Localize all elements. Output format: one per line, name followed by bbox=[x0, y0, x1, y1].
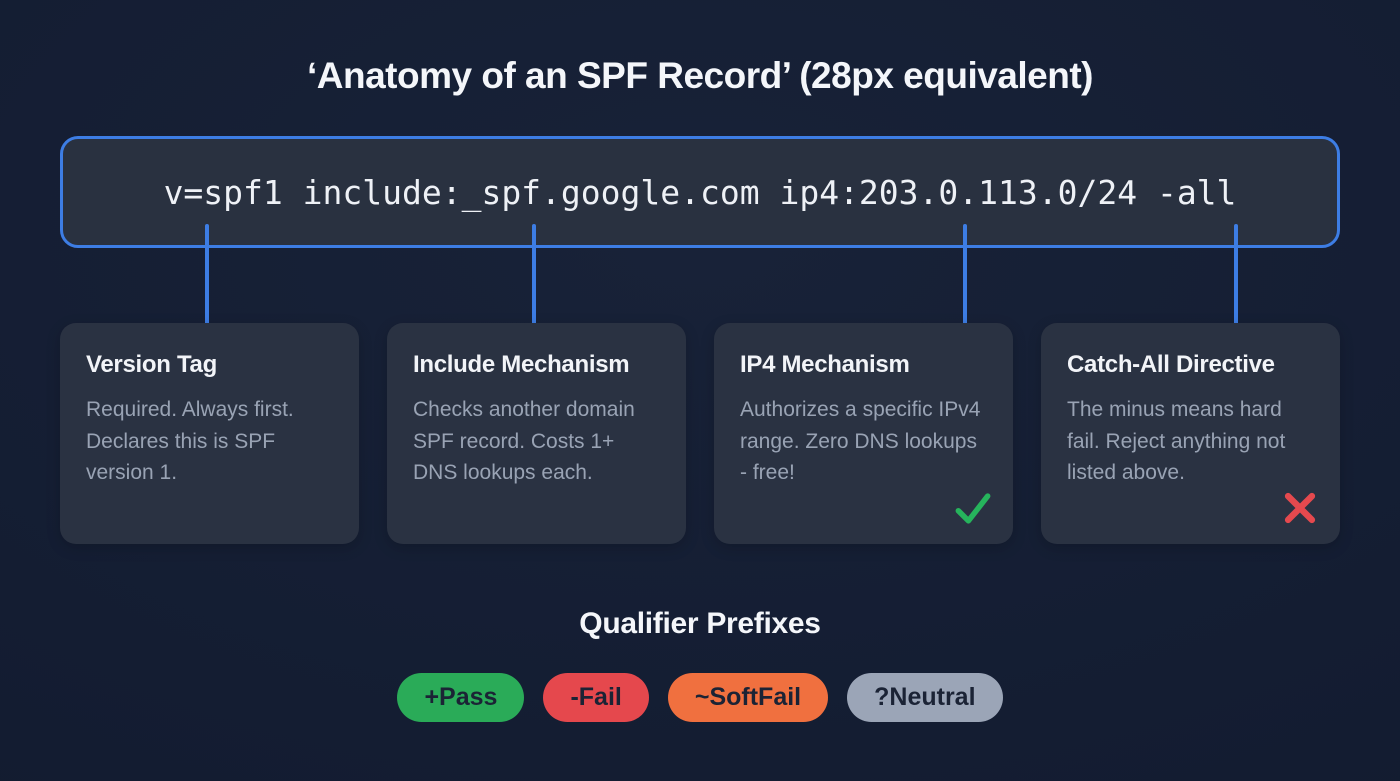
pill-neutral: ?Neutral bbox=[847, 673, 1003, 722]
pill-pass: +Pass bbox=[397, 673, 525, 722]
spf-record-text: v=spf1 include:_spf.google.com ip4:203.0… bbox=[163, 172, 1237, 212]
connector-line-catch-all bbox=[1234, 224, 1238, 325]
pill-fail: -Fail bbox=[543, 673, 649, 722]
card-ip4-mechanism: IP4 Mechanism Authorizes a specific IPv4… bbox=[714, 323, 1013, 544]
card-title: Include Mechanism bbox=[413, 351, 630, 378]
card-title: Catch-All Directive bbox=[1067, 351, 1275, 378]
qualifier-pills-row: +Pass -Fail ~SoftFail ?Neutral bbox=[0, 673, 1400, 722]
card-version-tag: Version Tag Required. Always first. Decl… bbox=[60, 323, 359, 544]
connector-line-include-mechanism bbox=[532, 224, 536, 325]
card-body: Checks another domain SPF record. Costs … bbox=[413, 398, 635, 484]
explanation-cards-row: Version Tag Required. Always first. Decl… bbox=[60, 323, 1340, 544]
qualifiers-heading: Qualifier Prefixes bbox=[579, 607, 821, 640]
card-title: IP4 Mechanism bbox=[740, 351, 910, 378]
card-catch-all-directive: Catch-All Directive The minus means hard… bbox=[1041, 323, 1340, 544]
connector-line-version-tag bbox=[205, 224, 209, 325]
spf-record-box: v=spf1 include:_spf.google.com ip4:203.0… bbox=[60, 136, 1340, 248]
card-body: Required. Always first. Declares this is… bbox=[86, 398, 294, 484]
page-title: ‘Anatomy of an SPF Record’ (28px equival… bbox=[306, 55, 1094, 96]
card-body: Authorizes a specific IPv4 range. Zero D… bbox=[740, 398, 981, 484]
cross-icon bbox=[1278, 486, 1322, 530]
pill-softfail: ~SoftFail bbox=[667, 673, 829, 722]
connector-line-ip4-mechanism bbox=[963, 224, 967, 325]
card-title: Version Tag bbox=[86, 351, 217, 378]
checkmark-icon bbox=[951, 486, 995, 530]
card-body: The minus means hard fail. Reject anythi… bbox=[1067, 398, 1286, 484]
card-include-mechanism: Include Mechanism Checks another domain … bbox=[387, 323, 686, 544]
